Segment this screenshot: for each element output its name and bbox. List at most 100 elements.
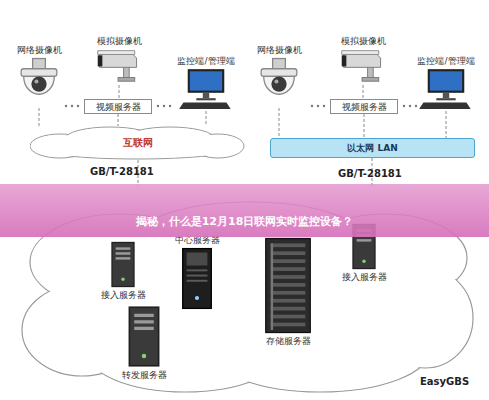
icon-part xyxy=(190,71,222,90)
icon-part xyxy=(31,76,46,91)
dashed-connector xyxy=(39,108,40,126)
server-body xyxy=(112,242,134,286)
camera-body xyxy=(344,54,381,67)
icon-part xyxy=(118,78,135,82)
icon-part xyxy=(271,315,306,319)
monitor-stand xyxy=(443,93,449,98)
power-led xyxy=(362,259,365,262)
icon-part xyxy=(342,55,347,66)
server-body xyxy=(129,307,158,366)
dashed-connector xyxy=(363,85,364,99)
icon-part xyxy=(430,71,462,90)
icon-part xyxy=(264,76,295,94)
drive-slot xyxy=(116,252,131,254)
icon-part xyxy=(129,307,158,366)
connector-group xyxy=(279,108,280,138)
monitor-foot xyxy=(196,98,215,100)
sun-shield xyxy=(98,51,135,55)
dashed-connector xyxy=(279,108,280,138)
connector-group xyxy=(364,114,365,138)
icon-part xyxy=(98,55,103,66)
connector-group xyxy=(119,85,120,99)
dot xyxy=(163,105,165,107)
rack-unit xyxy=(271,299,306,303)
dashed-connector xyxy=(206,111,207,126)
device-node: 接入服务器 xyxy=(92,240,154,302)
bullet-icon xyxy=(330,47,396,84)
dot xyxy=(415,105,417,107)
icon-part xyxy=(134,320,154,323)
lens-glint xyxy=(34,79,38,83)
dot xyxy=(77,105,79,107)
power-led xyxy=(121,277,124,280)
rack-unit xyxy=(271,243,306,247)
icon-part xyxy=(142,354,147,359)
icon-part xyxy=(266,238,311,332)
drive-slot xyxy=(134,327,154,330)
power-led xyxy=(142,354,147,359)
icon-part xyxy=(342,51,379,55)
bullet-icon xyxy=(86,47,152,84)
icon-part xyxy=(428,69,465,93)
camera-lens xyxy=(271,76,286,91)
icon-part xyxy=(116,257,131,259)
banner-title: 揭秘，什么是12月18日联网实时监控设备？ xyxy=(0,215,489,229)
device-node: 监控端/管理端 xyxy=(410,55,482,111)
connector-group xyxy=(446,111,447,138)
icon-part xyxy=(21,69,57,77)
pc-icon xyxy=(410,67,482,110)
server-icon xyxy=(92,240,154,289)
icon-part xyxy=(271,323,306,327)
pc-icon xyxy=(170,67,242,110)
dashed-connector xyxy=(118,114,119,126)
monitor-frame xyxy=(428,69,465,93)
icon-part xyxy=(34,79,38,83)
lens-glint xyxy=(274,79,278,83)
monitor-stand xyxy=(203,93,209,98)
icon-part xyxy=(112,242,134,286)
icon-part xyxy=(344,54,381,67)
vent-line xyxy=(187,280,208,282)
drive-slot xyxy=(357,239,372,241)
power-led xyxy=(195,296,199,300)
dot xyxy=(311,105,313,107)
rack-unit xyxy=(271,267,306,271)
connector-group xyxy=(39,108,40,126)
icon-part xyxy=(271,259,306,263)
icon-part xyxy=(24,76,55,94)
rack-unit xyxy=(271,291,306,295)
icon-part xyxy=(134,314,154,317)
camera-lens xyxy=(98,55,103,66)
drive-slot xyxy=(116,257,131,259)
dot xyxy=(323,105,325,107)
icon-part xyxy=(271,243,306,247)
protocol-label: GB/T-28181 xyxy=(338,168,402,179)
icon-part xyxy=(187,253,208,266)
device-node: 网络摄像机 xyxy=(8,44,70,108)
brand-label: EasyGBS xyxy=(420,376,469,387)
dashed-connector xyxy=(446,111,447,138)
dome-icon xyxy=(248,56,310,107)
camera-mount xyxy=(273,59,286,69)
node-label: 网络摄像机 xyxy=(257,44,302,56)
vent-line xyxy=(187,275,208,277)
icon-part xyxy=(419,102,471,108)
icon-part xyxy=(134,327,154,330)
server-box: 视频服务器 xyxy=(84,99,152,114)
device-node: 中心服务器 xyxy=(165,234,229,312)
rack-body xyxy=(266,238,311,332)
icon-part xyxy=(443,93,449,98)
node-label: 网络摄像机 xyxy=(17,44,62,56)
monitor-frame xyxy=(188,69,225,93)
dashed-connector xyxy=(119,85,120,99)
rack-unit xyxy=(271,275,306,279)
device-node: 监控端/管理端 xyxy=(170,55,242,111)
node-label: 模拟摄像机 xyxy=(341,35,386,47)
cloud-fill xyxy=(31,128,243,158)
icon-part xyxy=(100,54,137,67)
icon-part xyxy=(271,291,306,295)
cloud-outline xyxy=(30,127,244,159)
camera-lens xyxy=(342,55,347,66)
rack-icon xyxy=(252,236,324,335)
icon-part xyxy=(98,51,135,55)
